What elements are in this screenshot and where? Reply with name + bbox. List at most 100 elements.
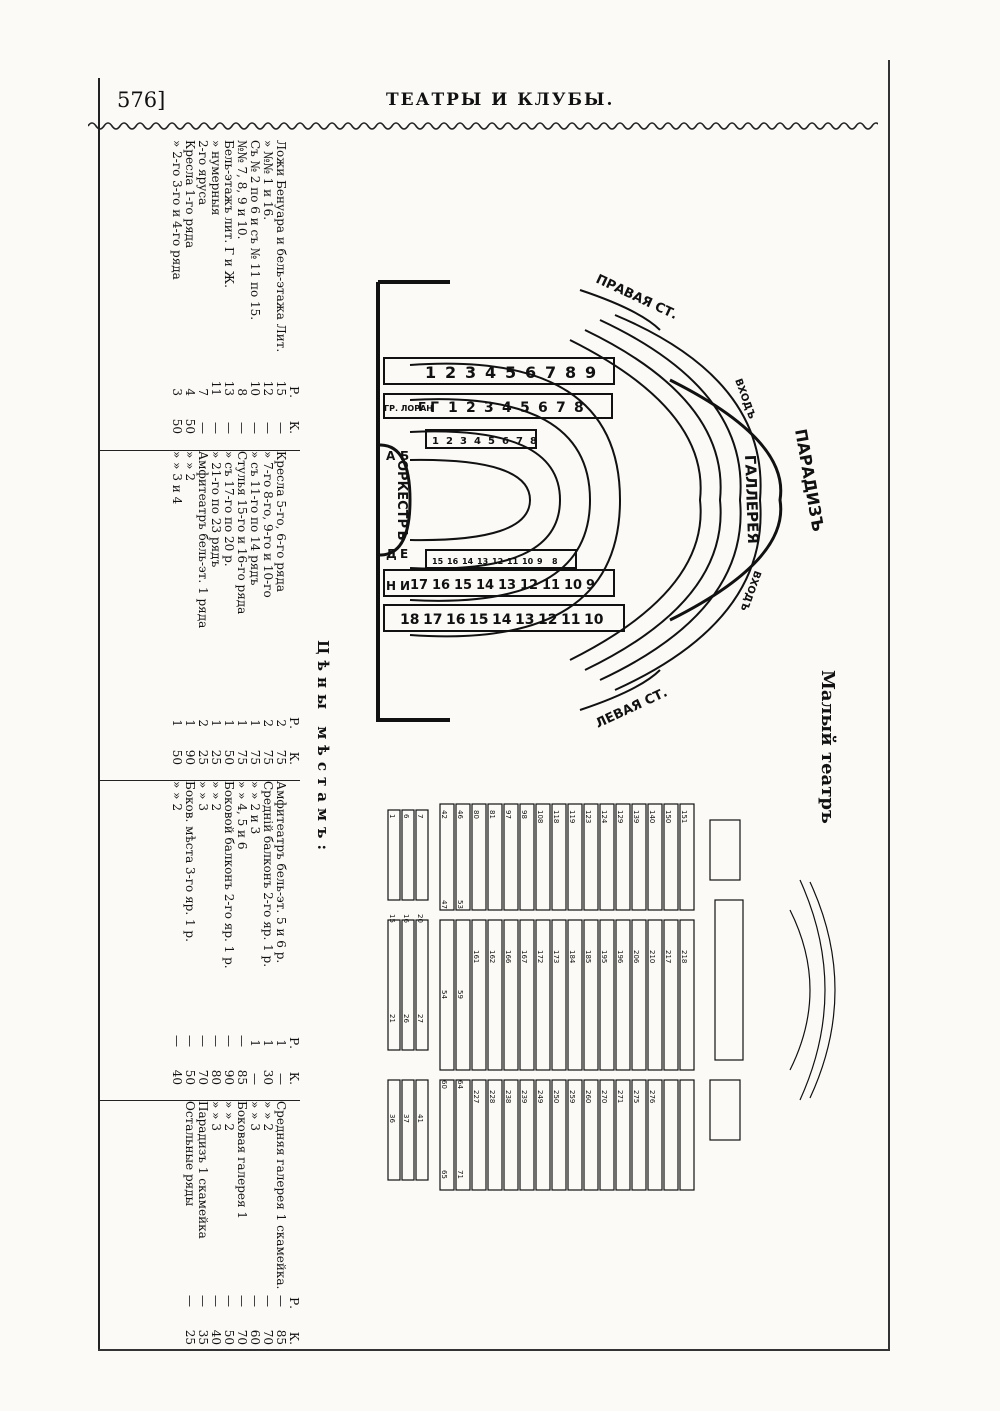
price-kop: 70 [261, 1329, 275, 1345]
price-rub: 7 [196, 388, 210, 396]
price-rub: 1 [235, 719, 249, 727]
seat-number: 20 [416, 914, 424, 923]
wavy-rule [88, 122, 878, 130]
seat-row-block [599, 803, 615, 911]
seat-number: 98 [520, 810, 528, 819]
price-row: Боков. мѣста 3-го яр. 1 р.—50 [183, 781, 197, 1101]
price-label: Парадизъ 1 скамейка [196, 1101, 210, 1239]
box-number: 12 [492, 557, 503, 566]
price-kop: — [248, 422, 262, 434]
seat-row-block [455, 1079, 471, 1191]
price-kop: 90 [183, 749, 197, 765]
box-number: 12 [538, 612, 557, 628]
seat-number: 65 [440, 1170, 448, 1179]
seat-row-block [487, 919, 503, 1071]
price-label: » съ 17-го по 20 р. [222, 451, 236, 567]
price-kop: 70 [235, 1329, 249, 1345]
seat-row-block [583, 1079, 599, 1191]
box-number: 6 [502, 436, 509, 447]
price-rub: 15 [274, 380, 288, 396]
price-kop: 25 [209, 749, 223, 765]
box-number: 8 [552, 557, 558, 566]
box-number: 16 [432, 578, 450, 593]
seat-row-block [631, 919, 647, 1071]
price-rub: — [209, 1035, 223, 1047]
box-number: 10 [584, 612, 604, 628]
seat-number: 1 [388, 814, 396, 818]
seat-number: 217 [664, 950, 672, 963]
seat-number: 37 [402, 1114, 410, 1123]
seat-row-block [439, 803, 455, 911]
seat-number: 239 [520, 1090, 528, 1103]
box-number: 2 [466, 400, 476, 416]
price-label: №№ 7, 8, 9 и 10. [235, 140, 249, 240]
price-row: Средняя галерея 1 скамейка.—85 [274, 1101, 288, 1361]
seat-row-block [567, 1079, 583, 1191]
seat-row-block [387, 809, 401, 901]
box-block [714, 899, 744, 1061]
seat-row-block [583, 919, 599, 1071]
seat-number: 108 [536, 810, 544, 823]
seat-row-block [535, 803, 551, 911]
seat-number: 129 [616, 810, 624, 823]
seat-number: 60 [440, 1080, 448, 1089]
box-letter: Н [386, 579, 396, 593]
kop-header: К. [287, 1071, 301, 1085]
seat-row-block [415, 919, 429, 1051]
price-rub: 12 [261, 380, 275, 396]
price-kop: — [222, 422, 236, 434]
box-number: 7 [516, 436, 523, 447]
seat-row-block [567, 919, 583, 1071]
seat-number: 162 [488, 950, 496, 963]
seat-row-block [631, 803, 647, 911]
seat-row-block [401, 1079, 415, 1181]
box-letter: А [386, 449, 396, 463]
box-number: 5 [505, 363, 516, 382]
box-number: 5 [488, 436, 495, 447]
price-kop: 25 [183, 1329, 197, 1345]
price-kop: 75 [235, 749, 249, 765]
box-number: 17 [410, 578, 428, 593]
box-number: 11 [542, 578, 560, 593]
price-label: » » 4, 5 и 6 [235, 781, 249, 850]
price-kop: 40 [170, 1069, 184, 1085]
price-table: Р.К.Ложи Бенуара и бель-этажа Лит.15—» №… [100, 140, 301, 1361]
price-label: » 2-го 3-го и 4-го ряда [170, 140, 184, 280]
seat-row-block [551, 1079, 567, 1191]
seat-row-block [487, 803, 503, 911]
seat-row-block [503, 803, 519, 911]
box-number: 15 [432, 557, 444, 566]
page-frame-left [98, 78, 100, 1350]
price-header-row: Р.К. [287, 781, 301, 1101]
seat-row-block [615, 919, 631, 1071]
box-block [709, 819, 741, 881]
price-label: Бель-этажъ лит. Г и Ж. [222, 140, 236, 288]
seat-number: 140 [648, 810, 656, 823]
box-number: 1 [432, 436, 439, 447]
price-rub: — [235, 1035, 249, 1047]
box-number: 14 [462, 557, 474, 566]
price-label: » » 2 [261, 1101, 275, 1131]
seat-number: 196 [616, 950, 624, 964]
price-kop: 50 [170, 749, 184, 765]
price-rub: — [183, 1035, 197, 1047]
price-kop: — [196, 422, 210, 434]
box-number: 17 [423, 612, 442, 628]
price-label: Ложи Бенуара и бель-этажа Лит. [274, 140, 288, 353]
seat-number: 259 [568, 1090, 576, 1103]
price-row: » » 2—50 [222, 1101, 236, 1361]
theatre-floor-plan: ПРАВАЯ СТ.ЛЕВАЯ СТ.ПАРАДИЗЪГАЛЛЕРЕЯВХОДЪ… [376, 272, 828, 730]
price-row: №№ 7, 8, 9 и 10.8— [235, 140, 249, 450]
price-column: Р.К.Ложи Бенуара и бель-этажа Лит.15—» №… [100, 140, 301, 450]
seat-row-block [455, 919, 471, 1071]
seat-row-block [535, 1079, 551, 1191]
price-rub: — [261, 1295, 275, 1307]
seat-row-block [679, 1079, 695, 1191]
price-rub: 13 [222, 380, 236, 396]
price-row: Ложи Бенуара и бель-этажа Лит.15— [274, 140, 288, 450]
page-frame-right [888, 60, 890, 1350]
price-row: Боковая галерея 1—70 [235, 1101, 249, 1361]
seat-row-block [471, 803, 487, 911]
